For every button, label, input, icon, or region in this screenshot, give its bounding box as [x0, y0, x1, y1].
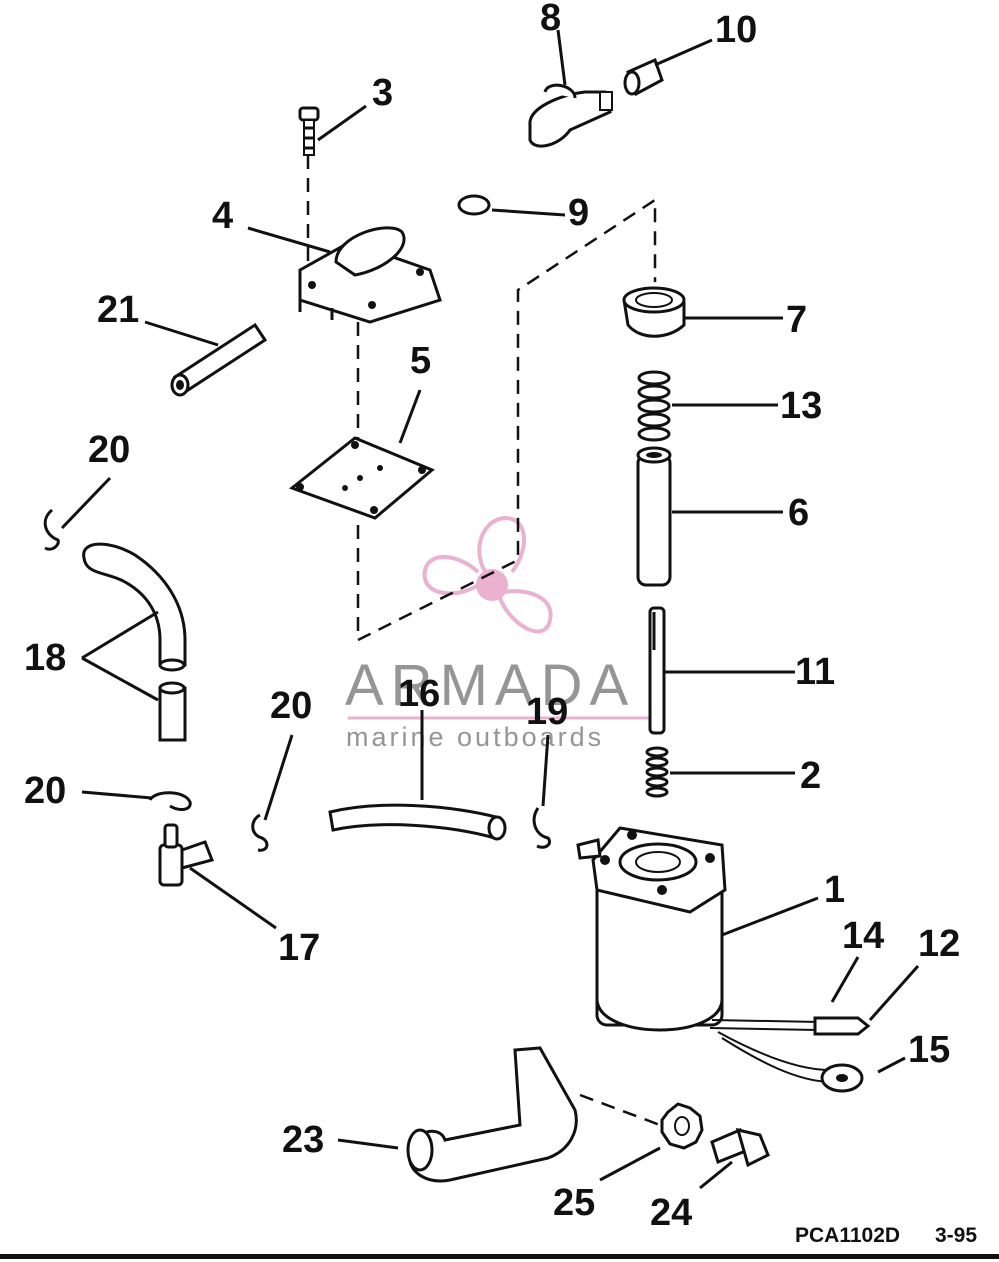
watermark-tagline: marine outboards — [346, 722, 604, 752]
part-clip-small — [532, 807, 552, 849]
callout-20b: 20 — [24, 770, 66, 812]
armada-logo-watermark: ARMADA marine outboards — [345, 515, 652, 752]
part-elbow-fitting — [528, 83, 613, 148]
callout-20a: 20 — [88, 429, 130, 471]
footer-part-code: PCA1102D — [795, 1224, 900, 1247]
callout-3: 3 — [372, 72, 393, 114]
part-clip — [43, 508, 269, 852]
callout-13: 13 — [780, 385, 822, 427]
callout-8: 8 — [540, 0, 561, 39]
part-sleeve — [623, 57, 664, 97]
leader-lines — [60, 29, 920, 1190]
part-hose — [82, 542, 187, 742]
callout-11: 11 — [795, 651, 835, 693]
callout-2: 2 — [800, 755, 821, 797]
callout-labels: 3 4 5 8 10 9 7 13 6 11 2 1 14 12 15 21 2… — [24, 0, 960, 1234]
callout-17: 17 — [278, 927, 320, 969]
callout-12: 12 — [918, 923, 960, 965]
callout-23: 23 — [282, 1119, 324, 1161]
part-tee-fitting — [158, 823, 215, 887]
callout-7: 7 — [786, 299, 807, 341]
propeller-icon — [422, 515, 553, 634]
callout-5: 5 — [410, 340, 431, 382]
part-solenoid — [576, 826, 871, 1093]
callout-9: 9 — [568, 192, 589, 234]
callout-20c: 20 — [270, 685, 312, 727]
footer: PCA1102D 3-95 — [0, 1224, 999, 1259]
callout-25: 25 — [553, 1182, 595, 1224]
callout-18: 18 — [24, 637, 66, 679]
callout-19: 19 — [526, 691, 568, 733]
part-plunger-tube — [636, 446, 672, 587]
callout-10: 10 — [715, 9, 757, 51]
part-tube — [170, 322, 268, 397]
part-spring — [637, 370, 671, 442]
callout-4: 4 — [212, 195, 233, 237]
part-gasket — [288, 436, 435, 520]
callout-14: 14 — [842, 915, 884, 957]
part-screw — [298, 106, 320, 156]
part-small-spring — [645, 746, 669, 798]
callout-15: 15 — [908, 1029, 950, 1071]
assembly-guide-lines — [306, 155, 669, 1130]
part-bracket — [406, 1046, 578, 1183]
footer-rule — [0, 1254, 999, 1259]
footer-date: 3-95 — [935, 1224, 977, 1247]
part-cap — [622, 286, 686, 338]
part-cover — [298, 226, 442, 324]
callout-21: 21 — [97, 289, 139, 331]
part-lock-washer — [660, 1102, 704, 1150]
part-o-ring — [457, 194, 491, 216]
callout-6: 6 — [788, 492, 809, 534]
callout-16: 16 — [398, 673, 440, 715]
part-pin — [648, 606, 666, 735]
watermark-brand: ARMADA — [345, 653, 635, 718]
callout-1: 1 — [824, 869, 845, 911]
part-hose-straight — [328, 803, 507, 841]
callout-24: 24 — [650, 1192, 692, 1234]
part-bolt — [710, 1127, 770, 1168]
